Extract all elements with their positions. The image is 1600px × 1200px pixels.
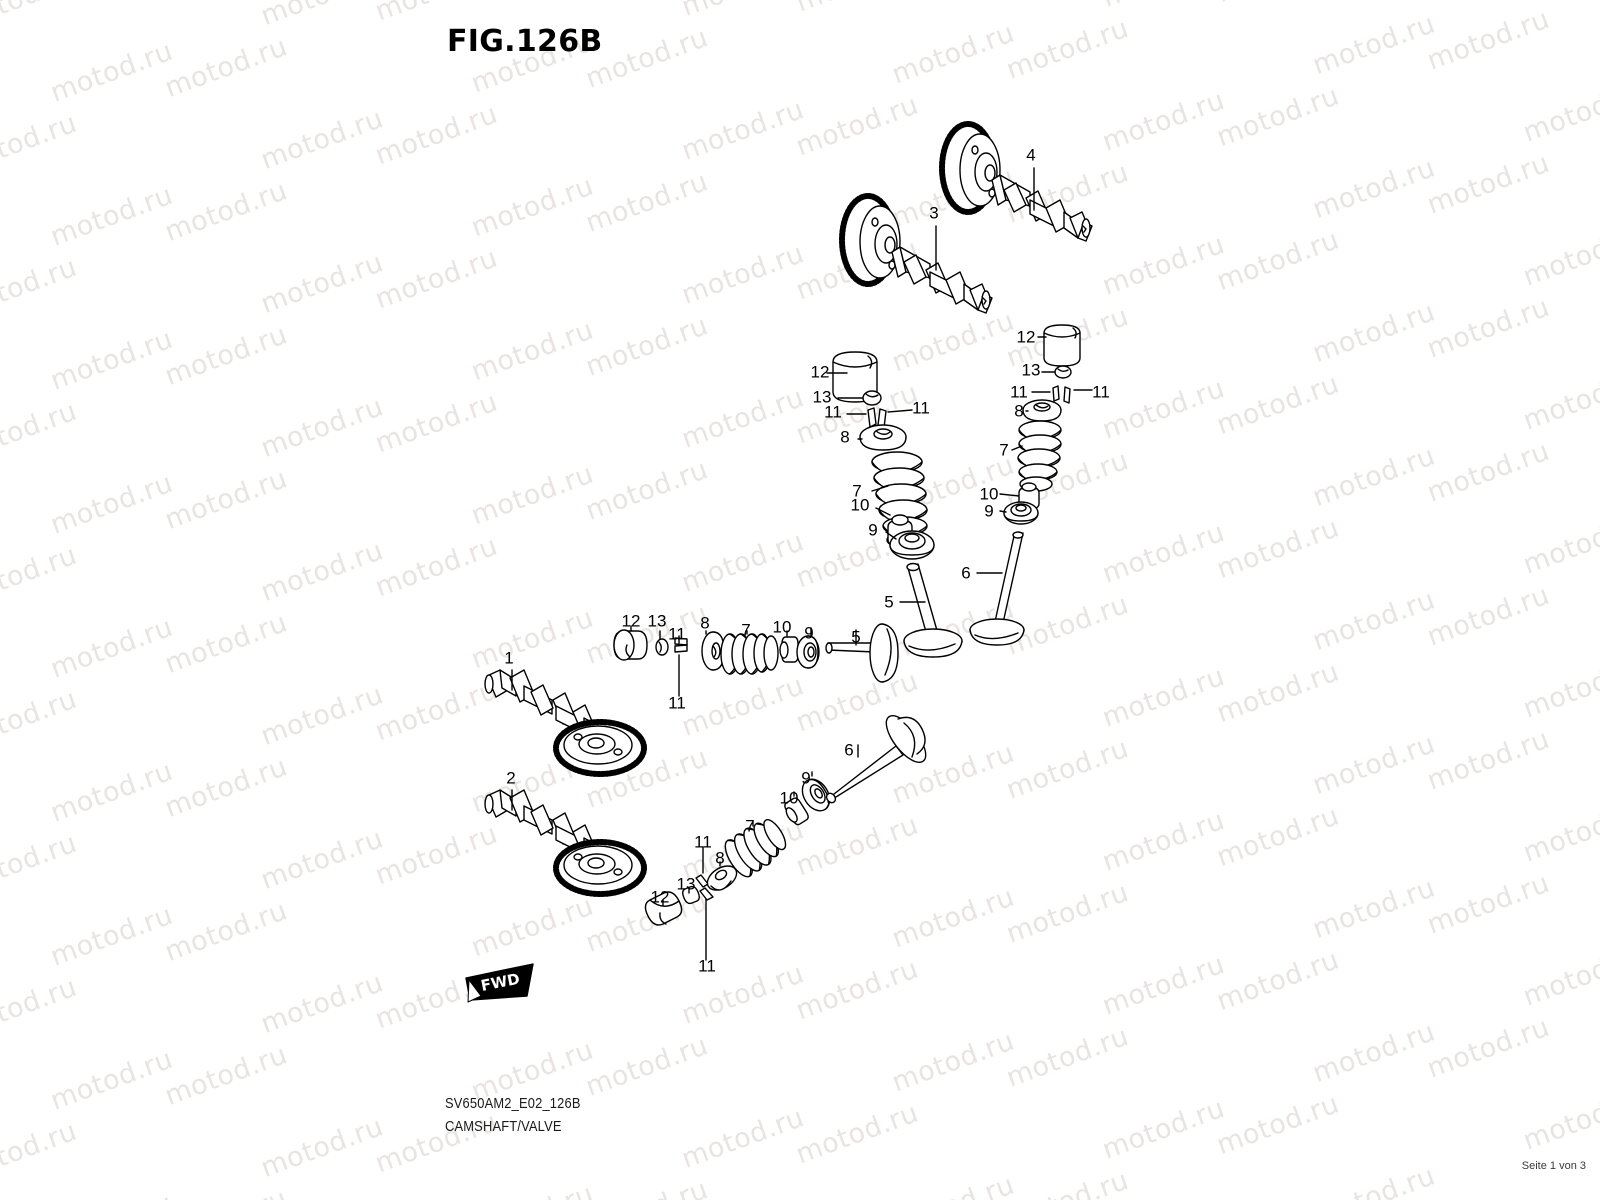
- callout-12-tappet: 12: [650, 887, 670, 907]
- callout-11-valve-cotter: 11: [668, 693, 686, 713]
- callout-2-camshaft-exhaust-front: 2: [506, 768, 516, 788]
- callout-11-valve-cotter: 11: [694, 832, 712, 852]
- callout-10-valve-stem-seal: 10: [772, 617, 792, 637]
- callout-7-valve-spring: 7: [745, 816, 755, 836]
- callout-13-tappet-shim: 13: [812, 387, 832, 407]
- camshaft-4: [939, 121, 1093, 242]
- callout-7-valve-spring: 7: [852, 481, 862, 501]
- callout-5-valve-intake: 5: [851, 627, 861, 647]
- drawing-section-name: CAMSHAFT/VALVE: [445, 1118, 562, 1135]
- callout-12-tappet: 12: [1016, 327, 1036, 347]
- valve-stack-upper-right: [969, 324, 1093, 646]
- callout-10-valve-stem-seal: 10: [779, 788, 799, 808]
- callout-12-tappet: 12: [810, 362, 830, 382]
- callout-13-tappet-shim: 13: [676, 874, 696, 894]
- page-title: FIG.126B: [447, 24, 603, 59]
- drawing-code: SV650AM2_E02_126B: [445, 1095, 581, 1112]
- page-indicator: Seite 1 von 3: [1521, 1160, 1586, 1172]
- callout-7-valve-spring: 7: [741, 620, 751, 640]
- callout-3-camshaft-intake-rear: 3: [929, 203, 939, 223]
- callout-8-spring-retainer: 8: [700, 613, 710, 633]
- callout-8-spring-retainer: 8: [715, 848, 725, 868]
- callout-8-spring-retainer: 8: [1014, 401, 1024, 421]
- callout-5-valve-intake: 5: [884, 592, 894, 612]
- callout-9-valve-spring-seat: 9: [801, 768, 811, 788]
- callout-9-valve-spring-seat: 9: [868, 520, 878, 540]
- callout-11-valve-cotter: 11: [668, 624, 686, 644]
- callout-6-valve-exhaust: 6: [961, 563, 971, 583]
- callout-11-valve-cotter: 11: [698, 956, 716, 976]
- callout-11-valve-cotter: 11: [912, 398, 930, 418]
- callout-13-tappet-shim: 13: [647, 611, 667, 631]
- valve-stack-upper-left: [826, 351, 963, 658]
- callout-11-valve-cotter: 11: [824, 402, 842, 422]
- callout-12-tappet: 12: [621, 611, 641, 631]
- callout-10-valve-stem-seal: 10: [979, 484, 999, 504]
- camshaft-1: [484, 669, 647, 777]
- callout-7-valve-spring: 7: [999, 440, 1009, 460]
- callout-11-valve-cotter: 11: [1010, 382, 1028, 402]
- callout-11-valve-cotter: 11: [1092, 382, 1110, 402]
- callout-8-spring-retainer: 8: [840, 427, 850, 447]
- callout-1-camshaft-intake-front: 1: [504, 648, 514, 668]
- callout-9-valve-spring-seat: 9: [984, 501, 994, 521]
- forward-arrow-marker: FWD: [465, 963, 534, 1003]
- camshaft-3: [839, 193, 993, 314]
- callout-9-valve-spring-seat: 9: [804, 623, 814, 643]
- callout-13-tappet-shim: 13: [1021, 360, 1041, 380]
- callout-6-valve-exhaust: 6: [844, 740, 854, 760]
- callout-4-camshaft-exhaust-rear: 4: [1026, 145, 1036, 165]
- valve-stack-lower: [644, 715, 927, 961]
- valve-stack-horizontal: [613, 623, 899, 697]
- callout-10-valve-stem-seal: 10: [850, 495, 870, 515]
